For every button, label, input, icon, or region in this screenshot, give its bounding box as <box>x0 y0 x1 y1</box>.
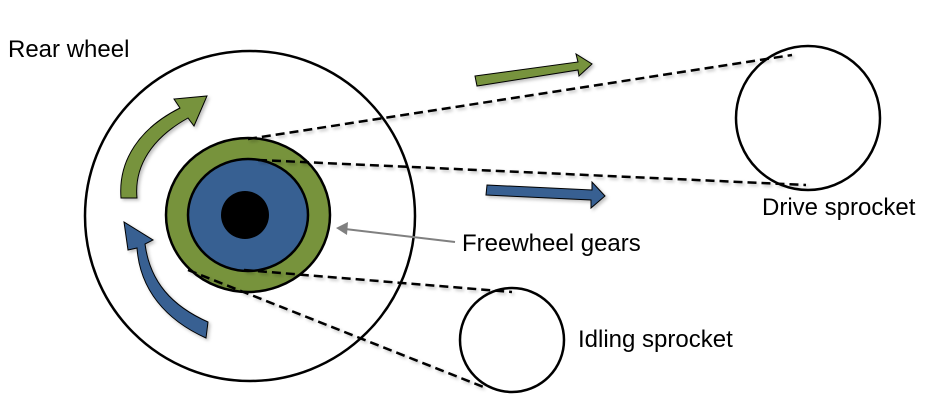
idling-sprocket-label: Idling sprocket <box>578 326 733 353</box>
idling-sprocket <box>458 286 566 394</box>
drive-sprocket <box>734 44 882 192</box>
freewheel-gears-label: Freewheel gears <box>462 230 641 257</box>
green-straight-arrow <box>474 52 593 87</box>
blue-curved-arrow <box>123 221 209 339</box>
chain-lower-outer <box>187 268 487 390</box>
chain-upper-inner <box>257 158 807 187</box>
freewheel-pointer-arrowhead <box>336 222 348 235</box>
chain-lower-inner <box>243 268 513 294</box>
axle <box>221 191 269 239</box>
freewheel-pointer-line <box>344 228 456 243</box>
drive-sprocket-label: Drive sprocket <box>762 194 916 221</box>
blue-straight-arrow <box>485 180 606 210</box>
green-curved-arrow <box>120 95 208 199</box>
rear-wheel-label: Rear wheel <box>8 36 130 63</box>
chain-upper-outer <box>247 53 793 141</box>
